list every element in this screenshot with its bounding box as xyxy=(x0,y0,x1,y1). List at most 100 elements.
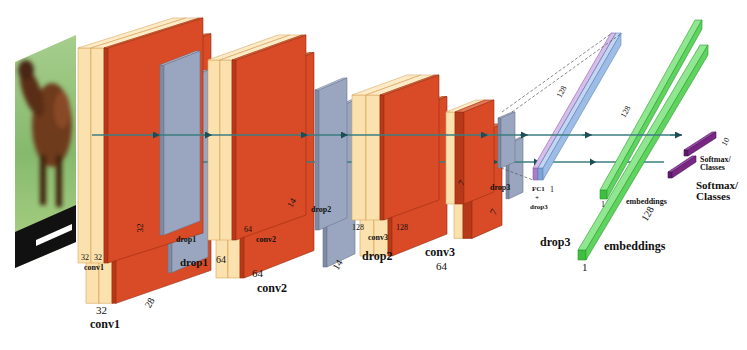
layer-face xyxy=(366,95,380,220)
layer-shape xyxy=(600,20,702,199)
layer-caption: 128 xyxy=(396,224,408,232)
dimension-label: 32 xyxy=(136,224,145,233)
layer-face xyxy=(220,60,232,240)
dimension-label: 10 xyxy=(721,137,732,148)
layer-block: drop1 xyxy=(160,50,202,250)
flow-arrow xyxy=(582,134,592,135)
dimension-label: 7 xyxy=(488,207,499,216)
flow-arrow xyxy=(340,134,348,135)
layer-shape xyxy=(668,156,696,178)
layer-caption: 32 xyxy=(81,254,89,262)
layer-face xyxy=(672,156,696,178)
horse-head xyxy=(18,60,34,80)
layer-shape xyxy=(78,18,203,263)
layer-shape xyxy=(498,112,515,168)
layer-caption: FC1 xyxy=(532,186,545,193)
flow-arrow xyxy=(520,134,528,135)
projection-line xyxy=(502,33,612,112)
layer-caption: 128 xyxy=(352,224,364,232)
dimension-label: 64 xyxy=(216,255,226,265)
layer-face xyxy=(498,118,501,168)
layer-caption: drop3 xyxy=(490,184,510,192)
horse-leg xyxy=(56,155,62,207)
dimension-label: 128 xyxy=(640,205,656,223)
flow-arrow xyxy=(300,134,308,135)
dimension-label: conv2 xyxy=(257,282,287,294)
layer-face xyxy=(455,112,464,204)
dimension-label: 32 xyxy=(96,305,107,316)
layer-shape xyxy=(684,132,716,156)
horse-flank xyxy=(54,92,70,128)
dimension-label: drop2 xyxy=(362,250,392,262)
projection-line xyxy=(501,168,533,180)
layer-face xyxy=(464,100,494,204)
layer-face xyxy=(108,18,203,263)
layer-block: embeddings xyxy=(592,15,670,215)
layer-face xyxy=(668,172,672,178)
dimension-label: conv3 xyxy=(425,246,455,258)
flow-line xyxy=(92,33,682,180)
dimension-label: 1 xyxy=(550,186,554,194)
layer-face xyxy=(543,33,621,180)
flow-arrow xyxy=(202,134,212,135)
layer-face xyxy=(538,33,621,168)
dense-layers xyxy=(533,20,716,260)
image-stripe xyxy=(36,224,72,246)
layer-face xyxy=(380,95,384,220)
flow-arrowhead xyxy=(590,159,596,166)
layer-caption: drop1 xyxy=(176,236,196,244)
layer-face xyxy=(578,250,586,260)
layer-face xyxy=(684,150,688,156)
layer-block: 3232conv1 xyxy=(78,40,150,282)
layer-block: 128conv3128 xyxy=(348,70,480,250)
horse-figure xyxy=(15,60,72,207)
layer-caption: drop3 xyxy=(530,204,548,211)
layer-block: Softmax/ Classes xyxy=(682,128,746,180)
layer-face xyxy=(538,168,543,180)
layer-caption: conv2 xyxy=(256,236,276,244)
layer-shape xyxy=(352,75,439,220)
layer-caption: + xyxy=(535,195,539,202)
layer-shape xyxy=(160,51,200,235)
layer-face xyxy=(236,35,306,240)
dimension-label: 1 xyxy=(601,201,605,209)
dimension-label: drop3 xyxy=(540,236,570,248)
dimension-label: 1 xyxy=(582,262,588,273)
layer-face xyxy=(232,60,236,240)
layer-block: drop2 xyxy=(308,80,340,220)
layer-caption: Softmax/ Classes xyxy=(700,156,744,172)
layer-face xyxy=(164,51,200,235)
layer-face xyxy=(446,112,455,204)
horse-leg xyxy=(40,155,46,205)
layer-face xyxy=(533,33,616,168)
layer-face xyxy=(104,48,108,263)
layer-shape xyxy=(446,100,494,204)
layer-face xyxy=(78,48,91,263)
layer-caption: 32 xyxy=(94,254,102,262)
dimension-label: Softmax/ Classes xyxy=(696,180,742,202)
layer-face xyxy=(91,48,104,263)
dimension-label: 128 xyxy=(620,105,633,119)
dimension-label: 14 xyxy=(286,197,298,209)
layer-shape xyxy=(533,33,621,180)
layer-stack xyxy=(78,18,515,263)
layer-face xyxy=(607,20,702,199)
layer-face xyxy=(160,65,164,235)
layer-shape xyxy=(208,35,306,240)
layer-caption: drop2 xyxy=(311,206,331,214)
layer-face xyxy=(600,190,607,199)
image-border xyxy=(15,205,76,272)
input-image xyxy=(10,30,80,275)
layer-block: drop3 xyxy=(488,110,520,196)
dimension-label: drop1 xyxy=(180,257,208,268)
layer-face xyxy=(384,75,439,220)
image-grass xyxy=(10,30,80,275)
dimension-label: 128 xyxy=(556,85,569,99)
dimension-label: 64 xyxy=(436,261,447,272)
layer-face xyxy=(208,60,220,240)
flow-arrow xyxy=(150,134,160,135)
